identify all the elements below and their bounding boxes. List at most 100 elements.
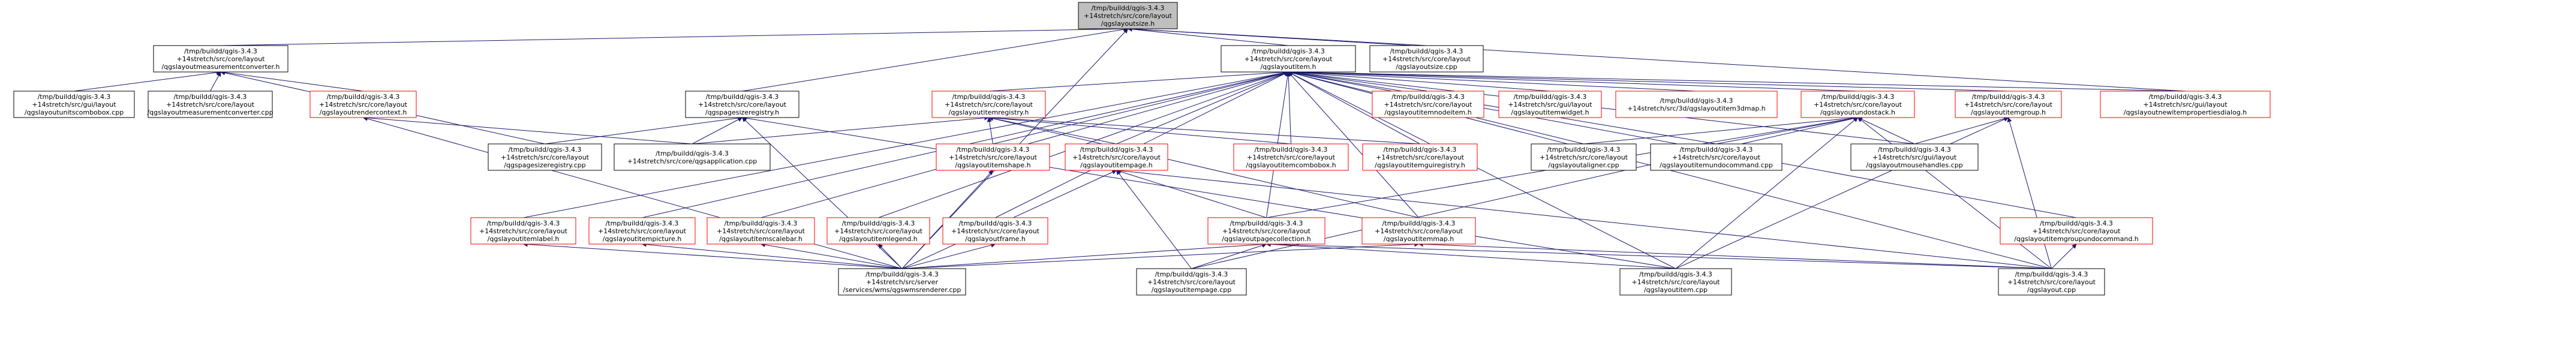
edge-n24-n32 [522,242,903,269]
node-qgslayoutitemguiregistry-h[interactable]: /tmp/buildd/qgis-3.4.3+14stretch/src/cor… [1362,143,1478,171]
node-qgslayoutitempage-cpp[interactable]: /tmp/buildd/qgis-3.4.3+14stretch/src/cor… [1136,268,1247,296]
svg-text:/tmp/buildd/qgis-3.4.3+14stret: /tmp/buildd/qgis-3.4.3+14stretch/src/cor… [1245,47,1333,71]
node-qgslayoutitemmap-h[interactable]: /tmp/buildd/qgis-3.4.3+14stretch/src/cor… [1361,217,1476,245]
node-qgslayoutitempicture-h[interactable]: /tmp/buildd/qgis-3.4.3+14stretch/src/cor… [588,217,696,245]
node-qgslayoutitemgroup-h[interactable]: /tmp/buildd/qgis-3.4.3+14stretch/src/cor… [1955,91,2062,118]
edge-n8-n18 [988,116,1117,145]
svg-text:/tmp/buildd/qgis-3.4.3+14stret: /tmp/buildd/qgis-3.4.3+14stretch/src/cor… [1147,270,1236,294]
node-qgslayoutsize-cpp[interactable]: /tmp/buildd/qgis-3.4.3+14stretch/src/cor… [1369,45,1484,73]
svg-text:/tmp/buildd/qgis-3.4.3+14stret: /tmp/buildd/qgis-3.4.3+14stretch/src/cor… [1084,4,1173,28]
node-qgsapplication-cpp[interactable]: /tmp/buildd/qgis-3.4.3+14stretch/src/cor… [614,143,771,171]
edge-n28-n32 [901,242,996,269]
node-qgslayout-cpp[interactable]: /tmp/buildd/qgis-3.4.3+14stretch/src/cor… [1998,268,2105,296]
edge-n8-n17 [987,117,993,145]
svg-text:/tmp/buildd/qgis-3.4.3+14stret: /tmp/buildd/qgis-3.4.3+14stretch/src/cor… [319,93,408,116]
edge-n8-n20 [988,115,1420,145]
node-qgslayoutframe-h[interactable]: /tmp/buildd/qgis-3.4.3+14stretch/src/cor… [942,217,1048,245]
node-qgslayoutitemlabel-h[interactable]: /tmp/buildd/qgis-3.4.3+14stretch/src/cor… [470,217,576,245]
edge-n0-n7 [742,27,1129,92]
svg-text:/tmp/buildd/qgis-3.4.3+14stret: /tmp/buildd/qgis-3.4.3+14stretch/src/cor… [951,219,1040,243]
svg-text:/tmp/buildd/qgis-3.4.3+14stret: /tmp/buildd/qgis-3.4.3+14stretch/src/cor… [1375,219,1463,243]
node-qgslayoutpagecollection-h[interactable]: /tmp/buildd/qgis-3.4.3+14stretch/src/cor… [1207,217,1325,245]
svg-text:/tmp/buildd/qgis-3.4.3+14stret: /tmp/buildd/qgis-3.4.3+14stretch/src/cor… [945,93,1033,116]
edge-n13-n23 [1914,116,2009,145]
edge-n0-n2 [1127,26,1289,46]
svg-text:/tmp/buildd/qgis-3.4.3+14stret: /tmp/buildd/qgis-3.4.3+14stretch/src/cor… [949,146,1038,169]
edge-n2-n17 [993,70,1289,145]
svg-text:/tmp/buildd/qgis-3.4.3+14stret: /tmp/buildd/qgis-3.4.3+14stretch/src/cor… [1375,146,1465,169]
edge-n7-n15 [545,115,743,145]
node-qgslayoutitemcombobox-h[interactable]: /tmp/buildd/qgis-3.4.3+14stretch/src/cor… [1233,143,1349,171]
svg-text:/tmp/buildd/qgis-3.4.3+14stret: /tmp/buildd/qgis-3.4.3+14stretch/src/cor… [161,47,279,71]
node-qgslayoutitemscalebar-h[interactable]: /tmp/buildd/qgis-3.4.3+14stretch/src/cor… [707,217,815,245]
svg-text:/tmp/buildd/qgis-3.4.3+14stret: /tmp/buildd/qgis-3.4.3+14stretch/src/cor… [1814,93,1902,116]
edge-n2-n14 [1288,70,2186,92]
edge-n2-n12 [1288,70,1858,92]
edge-n7-n16 [692,117,743,145]
svg-text:/tmp/buildd/qgis-3.4.3+14stret: /tmp/buildd/qgis-3.4.3+14stretch/src/cor… [1382,47,1471,71]
edge-n12-n23 [1857,117,1915,145]
svg-text:/tmp/buildd/qgis-3.4.3+14stret: /tmp/buildd/qgis-3.4.3+14stretch/src/cor… [717,219,805,243]
edge-n2-n13 [1288,70,2009,92]
edge-n27-n32 [877,243,903,269]
node-qgslayoutitemlegend-h[interactable]: /tmp/buildd/qgis-3.4.3+14stretch/src/cor… [826,217,930,245]
svg-text:/tmp/buildd/qgis-3.4.3+14stret: /tmp/buildd/qgis-3.4.3+14stretch/src/cor… [1246,146,1336,169]
svg-text:/tmp/buildd/qgis-3.4.3+14stret: /tmp/buildd/qgis-3.4.3+14stretch/src/cor… [1632,270,1721,294]
svg-text:/tmp/buildd/qgis-3.4.3+14stret: /tmp/buildd/qgis-3.4.3+14stretch/src/cor… [834,219,923,243]
node-qgslayoutitem3dmap-h[interactable]: /tmp/buildd/qgis-3.4.3+14stretch/src/3d/… [1615,91,1778,118]
node-qgslayoutitemwidget-h[interactable]: /tmp/buildd/qgis-3.4.3+14stretch/src/gui… [1498,91,1602,118]
node-qgslayoutitemgroupundocommand-h[interactable]: /tmp/buildd/qgis-3.4.3+14stretch/src/cor… [2000,217,2153,245]
edge-n18-n29 [1116,169,1267,218]
edge-n2-n8 [988,70,1289,92]
edge-n2-n34 [1288,71,1676,269]
edge-n2-n20 [1288,71,1420,145]
node-qgspagesizeregistry-h[interactable]: /tmp/buildd/qgis-3.4.3+14stretch/src/cor… [685,91,799,118]
node-qgslayoutmeasurementconverter-h[interactable]: /tmp/buildd/qgis-3.4.3+14stretch/src/cor… [153,45,288,73]
edge-n29-n32 [901,242,1267,269]
edge-n31-n35 [2051,243,2077,269]
edge-n8-n19 [988,115,1291,145]
svg-text:/tmp/buildd/qgis-3.4.3+14stret: /tmp/buildd/qgis-3.4.3+14stretch/src/cor… [1964,93,2053,116]
node-qgslayoutmousehandles-cpp[interactable]: /tmp/buildd/qgis-3.4.3+14stretch/src/gui… [1850,143,1979,171]
graph-edges [74,26,2186,269]
node-qgspagesizeregistry-cpp[interactable]: /tmp/buildd/qgis-3.4.3+14stretch/src/cor… [488,143,602,171]
node-qgslayoutundostack-h[interactable]: /tmp/buildd/qgis-3.4.3+14stretch/src/cor… [1801,91,1915,118]
svg-text:/tmp/buildd/qgis-3.4.3+14stret: /tmp/buildd/qgis-3.4.3+14stretch/src/gui… [25,93,124,116]
node-qgslayoutitem-cpp[interactable]: /tmp/buildd/qgis-3.4.3+14stretch/src/cor… [1619,268,1732,296]
svg-text:/tmp/buildd/qgis-3.4.3+14stret: /tmp/buildd/qgis-3.4.3+14stretch/src/cor… [1660,146,1773,169]
node-qgslayoutitemregistry-h[interactable]: /tmp/buildd/qgis-3.4.3+14stretch/src/cor… [931,91,1046,118]
edge-n6-n16 [362,115,693,145]
node-qgslayoutmeasurementconverter-cpp[interactable]: /tmp/buildd/qgis-3.4.3+14stretch/src/cor… [147,91,273,118]
svg-text:/tmp/buildd/qgis-3.4.3+14stret: /tmp/buildd/qgis-3.4.3+14stretch/src/cor… [479,219,568,243]
edge-n8-n30 [988,116,1419,218]
edge-n0-n14 [1127,26,2186,92]
svg-text:/tmp/buildd/qgis-3.4.3+14stret: /tmp/buildd/qgis-3.4.3+14stretch/src/cor… [501,146,590,169]
node-qgslayoutunitscombobox-cpp[interactable]: /tmp/buildd/qgis-3.4.3+14stretch/src/gui… [13,91,135,118]
node-qgslayoutaligner-cpp[interactable]: /tmp/buildd/qgis-3.4.3+14stretch/src/cor… [1531,143,1637,171]
svg-text:/tmp/buildd/qgis-3.4.3+14stret: /tmp/buildd/qgis-3.4.3+14stretch/src/cor… [598,219,687,243]
node-qgslayoutsize-h[interactable]: /tmp/buildd/qgis-3.4.3+14stretch/src/cor… [1078,2,1178,29]
node-qgslayoutitempage-h[interactable]: /tmp/buildd/qgis-3.4.3+14stretch/src/cor… [1065,143,1168,171]
svg-text:/tmp/buildd/qgis-3.4.3+14stret: /tmp/buildd/qgis-3.4.3+14stretch/src/3d/… [1627,97,1766,113]
edge-n12-n35 [1857,117,2052,269]
node-qgslayoutnewitempropertiesdialog-h[interactable]: /tmp/buildd/qgis-3.4.3+14stretch/src/gui… [2100,91,2271,118]
svg-text:/tmp/buildd/qgis-3.4.3+14stret: /tmp/buildd/qgis-3.4.3+14stretch/src/cor… [1072,146,1161,169]
svg-text:/tmp/buildd/qgis-3.4.3+14stret: /tmp/buildd/qgis-3.4.3+14stretch/src/ser… [843,270,961,294]
edge-n2-n18 [1116,71,1289,145]
edge-n7-n34 [741,116,1676,269]
node-qgslayoutitemshape-h[interactable]: /tmp/buildd/qgis-3.4.3+14stretch/src/cor… [936,143,1050,171]
node-qgslayoutitemundocommand-cpp[interactable]: /tmp/buildd/qgis-3.4.3+14stretch/src/cor… [1650,143,1783,171]
node-qgswmsrenderer-cpp[interactable]: /tmp/buildd/qgis-3.4.3+14stretch/src/ser… [838,268,966,296]
node-qgslayoutitem-h[interactable]: /tmp/buildd/qgis-3.4.3+14stretch/src/cor… [1221,45,1356,73]
svg-text:/tmp/buildd/qgis-3.4.3+14stret: /tmp/buildd/qgis-3.4.3+14stretch/src/cor… [2007,270,2096,294]
edge-n2-n9 [1288,70,1429,92]
svg-text:/tmp/buildd/qgis-3.4.3+14stret: /tmp/buildd/qgis-3.4.3+14stretch/src/cor… [147,93,273,116]
svg-text:/tmp/buildd/qgis-3.4.3+14stret: /tmp/buildd/qgis-3.4.3+14stretch/src/cor… [1222,219,1310,243]
node-qgslayoutrendercontext-h[interactable]: /tmp/buildd/qgis-3.4.3+14stretch/src/cor… [309,91,417,118]
node-qgslayoutitemnodeitem-h[interactable]: /tmp/buildd/qgis-3.4.3+14stretch/src/cor… [1372,91,1484,118]
edge-n12-n22 [1716,116,1859,145]
svg-text:/tmp/buildd/qgis-3.4.3+14stret: /tmp/buildd/qgis-3.4.3+14stretch/src/gui… [2124,93,2247,116]
edge-n8-n16 [692,115,990,145]
edge-n6-n32 [362,116,903,269]
